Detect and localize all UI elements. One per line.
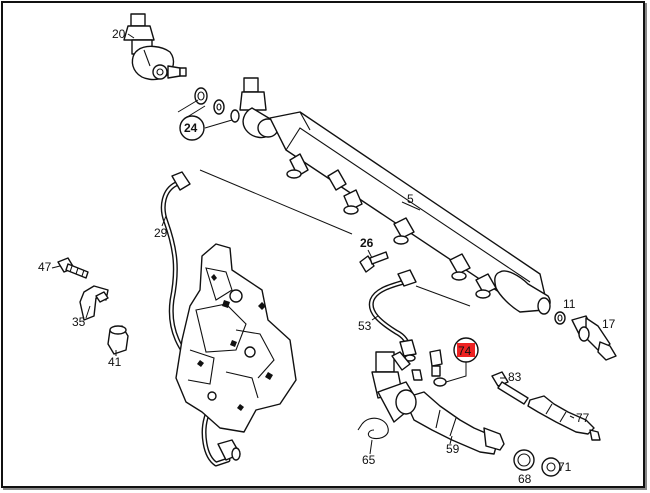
part-11-seal[interactable] <box>554 311 566 325</box>
label-68[interactable]: 68 <box>518 472 532 486</box>
part-20-pressure-valve[interactable] <box>123 13 187 81</box>
label-35[interactable]: 35 <box>72 315 86 329</box>
label-29[interactable]: 29 <box>154 226 168 240</box>
part-68-sealing-ring[interactable] <box>513 449 535 471</box>
label-77[interactable]: 77 <box>576 411 590 425</box>
label-24-circle <box>179 115 205 141</box>
label-83[interactable]: 83 <box>508 370 522 384</box>
part-74-fitting[interactable] <box>429 349 467 387</box>
label-24[interactable]: 24 <box>184 121 198 135</box>
part-35-clamp[interactable] <box>79 285 109 321</box>
label-47[interactable]: 47 <box>38 260 52 274</box>
label-71[interactable]: 71 <box>558 460 572 474</box>
reference-line <box>415 285 471 307</box>
label-41[interactable]: 41 <box>108 355 122 369</box>
part-5-fuel-rail[interactable] <box>239 77 551 315</box>
leader-20 <box>127 33 135 39</box>
label-74[interactable]: 74 <box>458 344 472 358</box>
part-77-clamp[interactable] <box>527 395 601 441</box>
label-74-highlight <box>457 343 475 357</box>
part-26-bolt[interactable] <box>359 249 389 273</box>
label-53[interactable]: 53 <box>358 319 372 333</box>
leader-53 <box>371 315 379 321</box>
label-5[interactable]: 5 <box>407 192 414 206</box>
leader-65 <box>369 439 373 455</box>
label-17[interactable]: 17 <box>602 317 616 331</box>
leader-77 <box>569 415 575 419</box>
part-53-injector-line[interactable] <box>368 269 417 362</box>
leader-59 <box>449 435 453 445</box>
part-83-bolt[interactable] <box>491 371 529 405</box>
part-47-screw[interactable] <box>57 257 89 279</box>
part-29-fuel-line[interactable] <box>160 171 241 467</box>
leader-47 <box>51 265 61 269</box>
part-59-injector[interactable] <box>371 351 505 455</box>
leader-29 <box>161 215 167 227</box>
label-11[interactable]: 11 <box>563 297 576 311</box>
part-24-seal-kit[interactable] <box>177 87 240 129</box>
high-pressure-pump[interactable] <box>175 243 297 433</box>
label-26[interactable]: 26 <box>360 236 374 250</box>
part-17-rail-pressure-sensor[interactable] <box>571 315 617 361</box>
reference-line <box>199 169 353 235</box>
label-20[interactable]: 20 <box>112 27 126 41</box>
leader-35 <box>85 305 91 319</box>
part-71-washer[interactable] <box>541 457 561 477</box>
part-65-clip[interactable] <box>357 417 389 440</box>
label-65[interactable]: 65 <box>362 453 376 467</box>
part-41-bushing[interactable] <box>107 325 129 355</box>
label-59[interactable]: 59 <box>446 442 460 456</box>
